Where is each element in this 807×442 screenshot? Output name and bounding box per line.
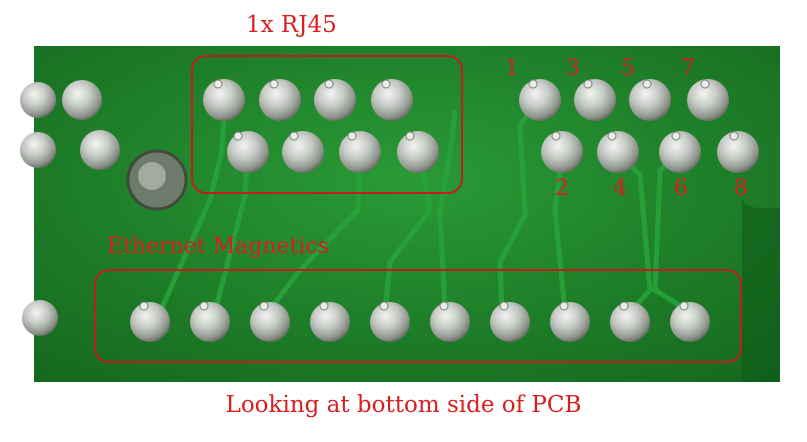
pin-number-7: 7 <box>681 56 695 81</box>
pin-number-3: 3 <box>566 56 580 81</box>
board-edge-notch <box>742 200 780 382</box>
pin-number-2: 2 <box>555 176 569 201</box>
rj45-label: 1x RJ45 <box>246 12 337 38</box>
rj45-box <box>191 55 463 194</box>
pin-number-8: 8 <box>734 176 748 201</box>
rj45-box-pads <box>203 79 439 173</box>
magnetics-box <box>94 269 742 363</box>
pin-number-4: 4 <box>613 176 627 201</box>
pin-number-5: 5 <box>621 56 635 81</box>
pin-number-1: 1 <box>505 56 519 81</box>
magnetics-pads <box>130 302 710 342</box>
pin-number-6: 6 <box>674 176 688 201</box>
left-edge-pads <box>20 80 120 336</box>
magnetics-label: Ethernet Magnetics <box>107 234 330 259</box>
rj45-numbered-pads <box>519 79 759 173</box>
pin-tips <box>139 79 739 311</box>
caption: Looking at bottom side of PCB <box>225 392 582 418</box>
